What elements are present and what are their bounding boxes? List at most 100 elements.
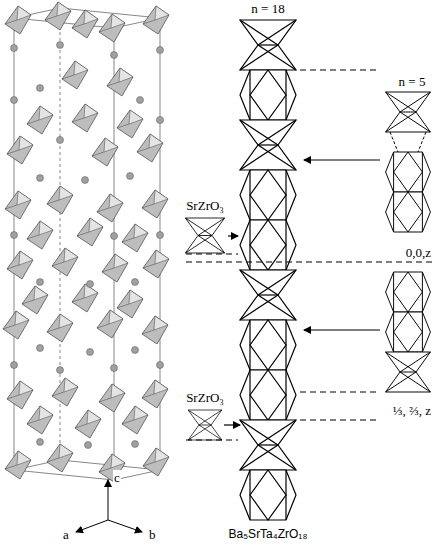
- structure-line: [11, 45, 18, 52]
- position-label: 0,0,z: [405, 245, 432, 260]
- structure-line: [11, 97, 18, 104]
- structure-line: [300, 420, 380, 421]
- structure-line: [142, 316, 168, 344]
- structure-line: [72, 104, 98, 132]
- structure-line: [117, 290, 143, 318]
- structure-line: [224, 424, 240, 425]
- dashed-guides: [186, 70, 432, 440]
- structure-line: [62, 61, 88, 89]
- structure-line: [188, 410, 222, 440]
- structure-line: [386, 152, 431, 192]
- structure-line: [132, 441, 139, 448]
- formula-label: Ba₅SrTa₄ZrO₁₈: [228, 527, 309, 542]
- structure-line: [76, 520, 108, 532]
- insertion-arrows: [224, 160, 380, 425]
- cation-spheres: [11, 42, 164, 449]
- structure-line: [185, 218, 224, 253]
- structure-line: [102, 254, 128, 282]
- structure-line: [132, 347, 139, 354]
- structure-line: [157, 362, 164, 369]
- axes: [76, 480, 142, 532]
- structure-line: [37, 345, 44, 352]
- structure-line: [99, 14, 125, 42]
- structure-line: [300, 392, 380, 393]
- structure-line: [157, 117, 164, 124]
- structure-line: [108, 480, 109, 520]
- structure-line: [127, 173, 134, 180]
- structure-line: [7, 251, 33, 279]
- structure-line: [386, 92, 431, 132]
- srzro3-block: [185, 218, 224, 253]
- structure-line: [240, 370, 296, 420]
- structure-line: [108, 520, 142, 532]
- structure-line: [386, 92, 431, 132]
- structure-line: [72, 10, 98, 38]
- structure-line: [143, 6, 169, 34]
- structure-line: [99, 384, 125, 412]
- structure-line: [240, 420, 296, 470]
- structure-line: [107, 68, 133, 96]
- structure-line: [186, 440, 238, 441]
- structure-line: [240, 70, 296, 120]
- structure-line: [122, 224, 148, 252]
- structure-line: [5, 6, 31, 34]
- structure-line: [137, 97, 144, 104]
- structure-line: [111, 233, 118, 240]
- structure-line: [52, 378, 78, 406]
- structure-line: [386, 312, 431, 352]
- structure-line: [117, 110, 143, 138]
- structure-line: [157, 47, 164, 54]
- structure-line: [142, 380, 168, 408]
- structure-line: [87, 349, 94, 356]
- structure-line: [240, 120, 296, 170]
- structure-line: [386, 352, 431, 392]
- structure-line: [390, 132, 398, 152]
- structure-line: [143, 250, 169, 278]
- structure-line: [111, 52, 118, 59]
- structure-line: [304, 329, 380, 330]
- position-label: ⅓, ⅔, z: [392, 403, 432, 418]
- octahedra: [3, 2, 169, 482]
- structure-line: [240, 170, 296, 220]
- structure-line: [111, 365, 118, 372]
- structure-line: [11, 362, 18, 369]
- structure-line: [82, 177, 89, 184]
- structure-line: [240, 20, 296, 70]
- structure-line: [386, 272, 431, 312]
- structure-line: [22, 286, 48, 314]
- structure-line: [5, 191, 31, 219]
- structure-line: [27, 221, 53, 249]
- structure-line: [27, 106, 53, 134]
- structure-line: [47, 186, 73, 214]
- structure-line: [418, 132, 426, 152]
- axis-label: a: [62, 527, 70, 542]
- structure-line: [14, 460, 160, 480]
- structure-line: [52, 248, 78, 276]
- structure-line: [27, 406, 53, 434]
- structure-line: [92, 138, 118, 166]
- structure-line: [3, 311, 29, 339]
- structure-line: [186, 262, 432, 263]
- structure-line: [386, 272, 431, 312]
- structure-line: [386, 192, 431, 232]
- structure-line: [57, 137, 64, 144]
- structure-line: [57, 367, 64, 374]
- structure-line: [386, 152, 431, 192]
- structure-line: [47, 314, 73, 342]
- structure-line: [85, 442, 92, 449]
- axis-label: b: [148, 527, 157, 542]
- structure-line: [37, 279, 44, 286]
- unit-cell: [14, 8, 160, 480]
- polyhedra-column-n18: [240, 20, 296, 520]
- structure-line: [57, 42, 64, 49]
- structure-line: [300, 70, 380, 71]
- structure-line: [77, 218, 103, 246]
- structure-line: [386, 352, 431, 392]
- structure-line: [47, 444, 73, 472]
- structure-line: [143, 448, 169, 476]
- structure-line: [5, 451, 31, 479]
- structure-line: [7, 381, 33, 409]
- structure-line: [240, 470, 296, 520]
